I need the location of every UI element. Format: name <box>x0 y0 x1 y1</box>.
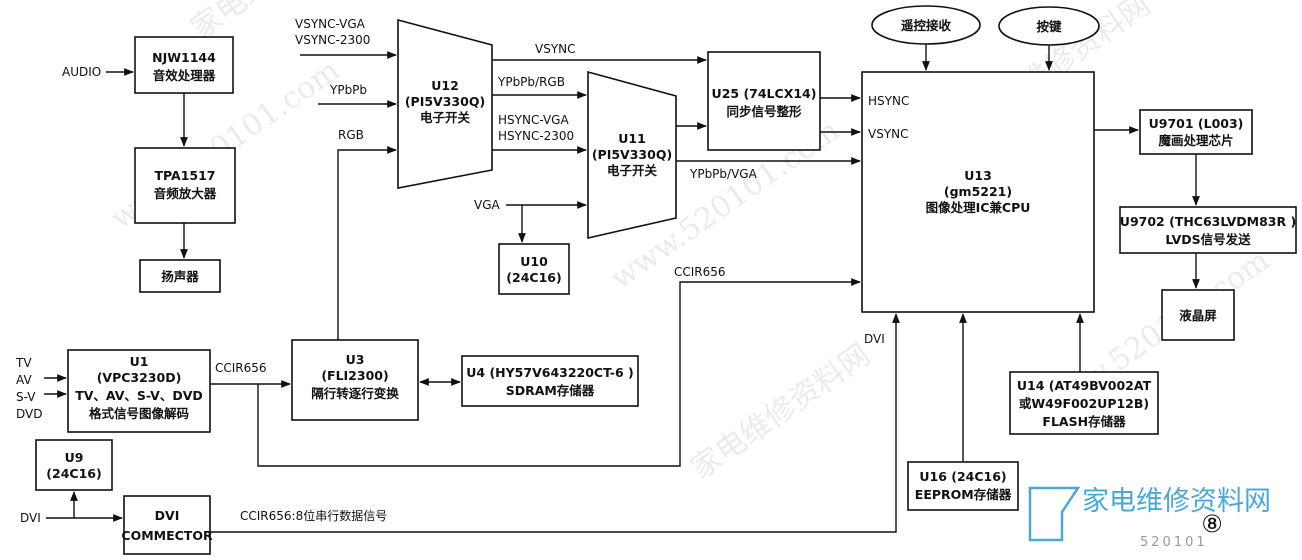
u1-block <box>67 349 211 433</box>
watermark-text: 家电维修资料网 <box>685 337 877 486</box>
u4-line2: SDRAM存储器 <box>506 383 595 398</box>
u9702-line2: LVDS信号发送 <box>1165 232 1251 247</box>
dvi-cpu-label: DVI <box>864 332 885 346</box>
tpa1517-line1: TPA1517 <box>154 168 215 183</box>
site-logo: 家电维修资料网 520101 <box>1028 486 1271 550</box>
u3-line1: U3 <box>346 352 365 367</box>
ccir656-top-label: CCIR656 <box>674 265 726 279</box>
page-marker: ⑧ <box>1201 510 1223 538</box>
lcd-block <box>1161 289 1235 341</box>
tpa1517-line2: 音频放大器 <box>154 186 217 201</box>
dvi-to-u13-line <box>210 313 900 533</box>
u1-line2: (VPC3230D) <box>97 370 182 385</box>
dvd-label: DVD <box>16 407 42 421</box>
u25-block <box>707 51 821 151</box>
u13-vsync-pin: VSYNC <box>868 127 909 141</box>
u16-line2: EEPROM存储器 <box>915 487 1012 502</box>
u11-line3: 电子开关 <box>607 163 658 178</box>
u9-line1: U9 <box>65 450 84 465</box>
u25-line2: 同步信号整形 <box>726 104 802 119</box>
ypbpb-rgb-label: YPbPb/RGB <box>497 75 565 89</box>
u9702-block <box>1119 206 1297 254</box>
u10-line1: U10 <box>520 254 548 269</box>
u25-line1: U25 (74LCX14) <box>712 86 817 101</box>
ypbpb-vga-label: YPbPb/VGA <box>689 167 758 181</box>
logo-url: 520101 <box>1140 535 1208 550</box>
rgb-label: RGB <box>338 128 364 142</box>
speaker-block <box>139 259 221 293</box>
vga-label: VGA <box>474 198 501 212</box>
u9-block <box>35 439 113 491</box>
u11-line1: U11 <box>618 131 646 146</box>
u13-line3: 图像处理IC兼CPU <box>926 200 1031 215</box>
vsync-2300-label: VSYNC-2300 <box>295 33 370 47</box>
audio-label: AUDIO <box>62 65 101 79</box>
u9701-line2: 魔画处理芯片 <box>1158 133 1233 148</box>
dvi-connector-block <box>123 495 211 555</box>
logo-mark-icon <box>1028 486 1081 542</box>
u14-line2: 或W49F002UP12B) <box>1019 396 1149 411</box>
u9701-block <box>1139 109 1253 155</box>
tv-label: TV <box>15 356 32 370</box>
u1-line1: U1 <box>130 354 149 369</box>
remote-label: 遥控接收 <box>901 18 952 33</box>
u1-line4: 格式信号图像解码 <box>89 406 189 421</box>
u10-line2: (24C16) <box>506 270 561 285</box>
u11-line2: (PI5V330Q) <box>592 147 672 162</box>
u1-line3: TV、AV、S-V、DVD <box>75 388 203 403</box>
hsync-vga-label: HSYNC-VGA <box>498 113 569 127</box>
njw1144-line1: NJW1144 <box>152 50 216 65</box>
u3-to-u12-rgb-line <box>337 146 397 340</box>
dvi-in-label: DVI <box>20 511 41 525</box>
keys-label: 按键 <box>1036 19 1062 34</box>
u12-line3: 电子开关 <box>420 110 471 125</box>
u14-line3: FLASH存储器 <box>1042 414 1126 429</box>
u4-block <box>461 355 639 407</box>
ccir-note-label: CCIR656:8位串行数据信号 <box>240 508 387 523</box>
dvi-connector-line2: COMMECTOR <box>121 528 213 543</box>
dvi-connector-line1: DVI <box>155 508 180 523</box>
u16-line1: U16 (24C16) <box>919 469 1006 484</box>
av-label: AV <box>16 373 32 387</box>
ccir656-u1-label: CCIR656 <box>215 361 267 375</box>
u9-line2: (24C16) <box>46 466 101 481</box>
speaker-label: 扬声器 <box>161 269 199 284</box>
u9701-line1: U9701 (L003) <box>1149 116 1244 131</box>
u14-line1: U14 (AT49BV002AT <box>1017 378 1152 393</box>
u12-line2: (PI5V330Q) <box>405 94 485 109</box>
lcd-label: 液晶屏 <box>1179 308 1217 323</box>
njw1144-block <box>134 36 234 94</box>
njw1144-line2: 音效处理器 <box>153 68 216 83</box>
logo-text: 家电维修资料网 <box>1082 486 1271 517</box>
u13-hsync-pin: HSYNC <box>868 94 909 108</box>
u14-block <box>1009 371 1159 435</box>
u3-block <box>291 339 419 421</box>
u3-line3: 隔行转逐行变换 <box>311 386 399 401</box>
u12-switch <box>397 18 493 189</box>
u13-line1: U13 <box>964 168 992 183</box>
tpa1517-block <box>134 147 236 224</box>
u10-block <box>498 243 570 295</box>
vsync-vga-label: VSYNC-VGA <box>295 17 366 31</box>
u13-line2: (gm5221) <box>944 184 1012 199</box>
u11-switch <box>587 70 677 240</box>
sv-label: S-V <box>16 390 36 404</box>
u4-line1: U4 (HY57V643220CT-6 ) <box>466 365 634 380</box>
u12-line1: U12 <box>431 78 459 93</box>
ypbpb-in-label: YPbPb <box>329 83 367 97</box>
u9702-line1: U9702 (THC63LVDM83R ) <box>1120 214 1296 229</box>
u3-line2: (FLI2300) <box>321 368 388 383</box>
ccir656-to-u13-line <box>257 278 861 467</box>
hsync-2300-label: HSYNC-2300 <box>498 129 574 143</box>
vsync-label: VSYNC <box>535 42 576 56</box>
u13-cpu-block <box>861 71 1095 313</box>
